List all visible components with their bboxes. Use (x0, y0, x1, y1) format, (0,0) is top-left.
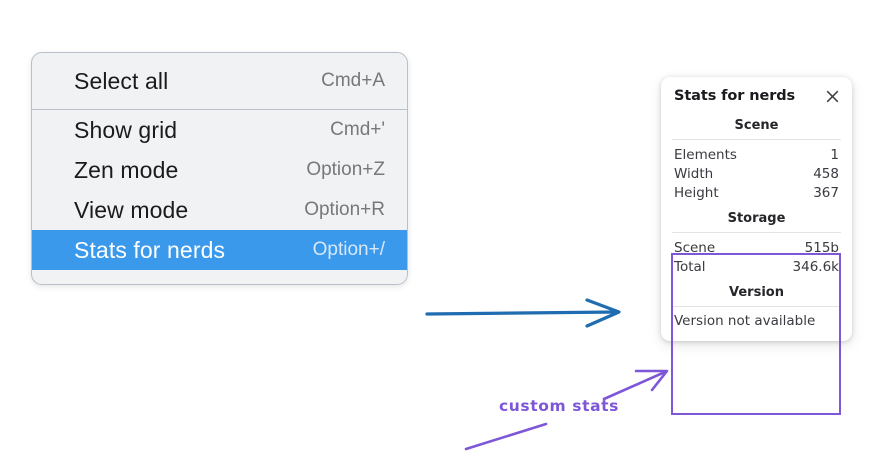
stat-row-width: Width 458 (661, 164, 852, 183)
stat-value: 515b (804, 239, 839, 256)
stat-row-storage-total: Total 346.6k (661, 257, 852, 276)
stat-value: 458 (813, 165, 839, 182)
menu-item-zen-mode[interactable]: Zen mode Option+Z (32, 150, 407, 190)
panel-titlebar: Stats for nerds (661, 88, 852, 104)
stat-key: Width (674, 165, 714, 182)
menu-item-label: Zen mode (74, 156, 179, 183)
section-heading-storage: Storage (727, 211, 786, 226)
menu-item-shortcut: Cmd+A (321, 70, 385, 91)
stat-value: 1 (830, 146, 839, 163)
menu-item-shortcut: Option+Z (306, 159, 385, 180)
menu-item-label: Select all (74, 67, 169, 94)
menu-item-stats-for-nerds[interactable]: Stats for nerds Option+/ (32, 230, 407, 270)
stat-key: Total (674, 258, 706, 275)
panel-title: Stats for nerds (674, 88, 796, 104)
menu-section-1: Select all Cmd+A (32, 53, 407, 109)
stat-row-storage-scene: Scene 515b (661, 238, 852, 257)
annotation-label-custom-stats: custom stats (499, 397, 619, 415)
menu-item-show-grid[interactable]: Show grid Cmd+' (32, 110, 407, 150)
menu-item-label: Stats for nerds (74, 236, 226, 263)
arrow-pointer-icon (602, 369, 669, 401)
version-value: Version not available (674, 313, 816, 329)
section-heading-scene: Scene (734, 118, 779, 133)
menu-item-view-mode[interactable]: View mode Option+R (32, 190, 407, 230)
stat-value: 346.6k (792, 258, 839, 275)
close-icon[interactable] (825, 89, 840, 104)
spacer (661, 276, 852, 285)
context-menu[interactable]: Select all Cmd+A Show grid Cmd+' Zen mod… (31, 52, 408, 285)
menu-item-shortcut: Option+/ (312, 239, 385, 260)
stat-value: 367 (813, 184, 839, 201)
divider (672, 139, 841, 140)
stat-key: Height (674, 184, 719, 201)
stat-row-elements: Elements 1 (661, 145, 852, 164)
divider (672, 232, 841, 233)
divider (672, 306, 841, 307)
menu-item-label: Show grid (74, 116, 178, 143)
spacer (661, 202, 852, 211)
menu-item-label: View mode (74, 196, 189, 223)
stat-row-height: Height 367 (661, 183, 852, 202)
menu-item-shortcut: Cmd+' (330, 119, 385, 140)
stat-key: Scene (674, 239, 716, 256)
arrow-right-icon (425, 298, 621, 328)
menu-item-shortcut: Option+R (304, 199, 385, 220)
stat-key: Elements (674, 146, 737, 163)
stats-for-nerds-panel: Stats for nerds Scene Elements 1 Width 4… (661, 77, 852, 341)
section-heading-version: Version (729, 285, 784, 300)
menu-section-2: Show grid Cmd+' Zen mode Option+Z View m… (32, 109, 407, 284)
annotation-underline-stroke (464, 422, 548, 451)
menu-item-select-all[interactable]: Select all Cmd+A (32, 61, 407, 101)
